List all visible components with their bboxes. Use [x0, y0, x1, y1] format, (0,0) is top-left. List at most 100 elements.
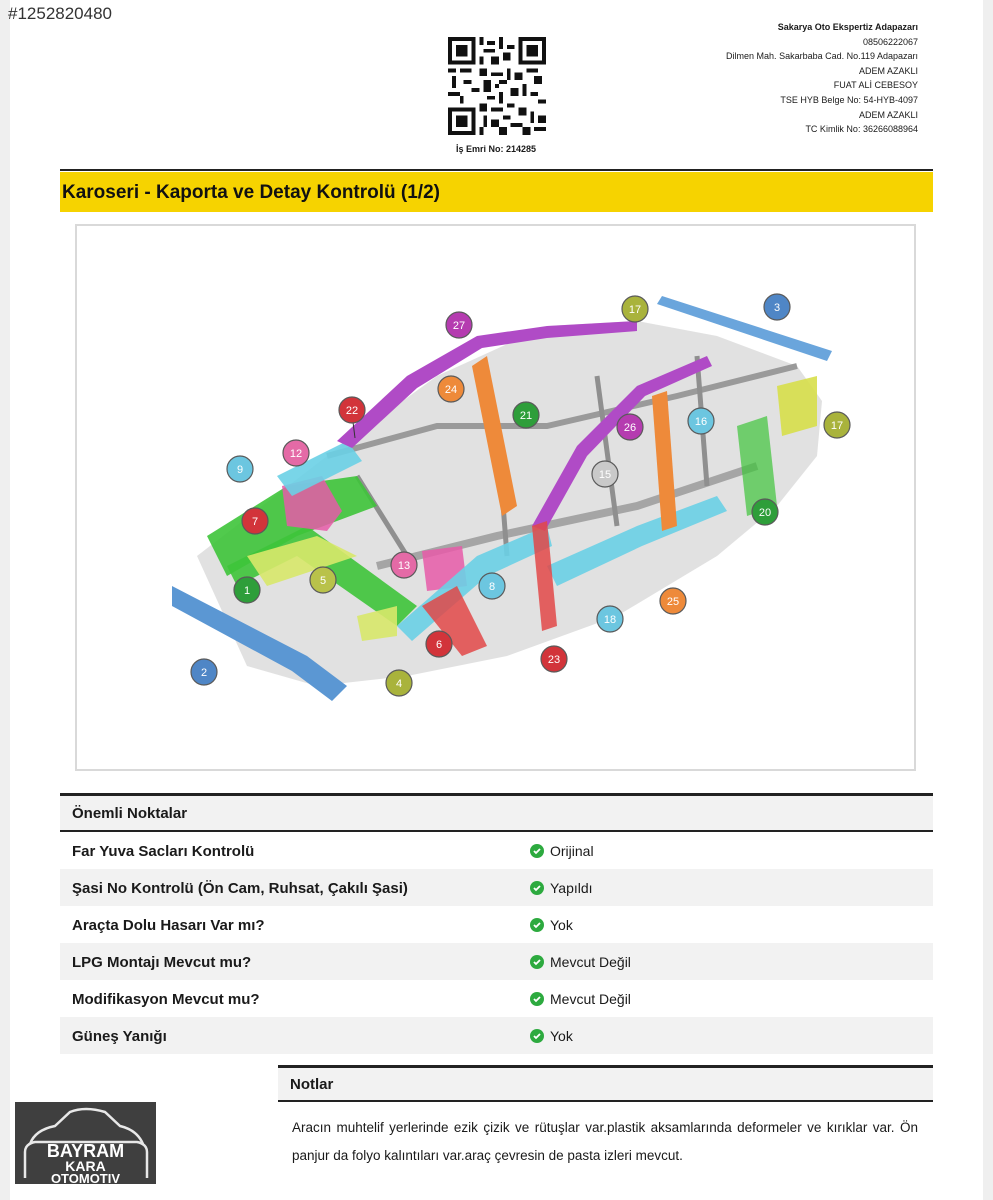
marker-label: 24 — [445, 384, 457, 396]
marker-9: 9 — [226, 455, 254, 483]
marker-label: 9 — [237, 464, 243, 476]
marker-circle — [687, 407, 715, 435]
row-label: LPG Montajı Mevcut mu? — [72, 954, 252, 971]
marker-label: 25 — [667, 596, 679, 608]
marker-circle — [621, 295, 649, 323]
dealer-logo: BAYRAM KARA OTOMOTIV — [15, 1102, 156, 1186]
marker-27: 27 — [445, 311, 473, 339]
row-label: Modifikasyon Mevcut mu? — [72, 991, 260, 1008]
marker-circle — [445, 311, 473, 339]
marker-25: 25 — [659, 587, 687, 615]
company-person: FUAT ALİ CEBESOY — [833, 80, 918, 91]
marker-label: 13 — [398, 560, 410, 572]
marker-1: 1 — [233, 576, 261, 604]
listing-id: #1252820480 — [8, 4, 113, 23]
section-title: Karoseri - Kaporta ve Detay Kontrolü (1/… — [62, 182, 440, 203]
marker-22: 22 — [338, 396, 366, 424]
marker-label: 12 — [290, 448, 302, 460]
marker-17: 17 — [621, 295, 649, 323]
marker-circle — [282, 439, 310, 467]
marker-circle — [616, 413, 644, 441]
row-value: Yok — [530, 917, 573, 933]
marker-circle — [233, 576, 261, 604]
marker-circle — [751, 498, 779, 526]
marker-8: 8 — [478, 572, 506, 600]
row-value: Mevcut Değil — [530, 954, 631, 970]
marker-16: 16 — [687, 407, 715, 435]
check-circle-icon — [530, 955, 544, 969]
marker-circle — [596, 605, 624, 633]
marker-label: 27 — [453, 320, 465, 332]
marker-circle — [385, 669, 413, 697]
check-circle-icon — [530, 1029, 544, 1043]
marker-23: 23 — [540, 645, 568, 673]
marker-label: 7 — [252, 516, 258, 528]
company-person: ADEM AZAKLI — [858, 109, 918, 120]
marker-21: 21 — [512, 401, 540, 429]
marker-label: 22 — [346, 405, 358, 417]
marker-circle — [390, 551, 418, 579]
table-row: Far Yuva Sacları Kontrolü Orijinal — [60, 832, 933, 869]
company-phone: 08506222067 — [862, 36, 918, 47]
row-value-text: Yok — [550, 917, 573, 933]
check-circle-icon — [530, 881, 544, 895]
table-row: Modifikasyon Mevcut mu? Mevcut Değil — [60, 980, 933, 1017]
row-value-text: Mevcut Değil — [550, 991, 631, 1007]
divider — [60, 793, 933, 796]
marker-label: 5 — [320, 575, 326, 587]
row-value-text: Orijinal — [550, 843, 594, 859]
row-value-text: Yok — [550, 1028, 573, 1044]
marker-circle — [540, 645, 568, 673]
marker-label: 18 — [604, 614, 616, 626]
table-row: LPG Montajı Mevcut mu? Mevcut Değil — [60, 943, 933, 980]
marker-2: 2 — [190, 658, 218, 686]
marker-label: 17 — [831, 420, 843, 432]
marker-circle — [309, 566, 337, 594]
marker-6: 6 — [425, 630, 453, 658]
marker-circle — [512, 401, 540, 429]
marker-circle — [190, 658, 218, 686]
table-row: Şasi No Kontrolü (Ön Cam, Ruhsat, Çakılı… — [60, 869, 933, 906]
company-tc-id: TC Kimlik No: 36266088964 — [805, 124, 918, 135]
car-frame-illustration — [172, 296, 832, 701]
marker-label: 1 — [244, 585, 250, 597]
row-label: Far Yuva Sacları Kontrolü — [72, 843, 255, 860]
marker-3: 3 — [763, 293, 791, 321]
company-certificate: TSE HYB Belge No: 54-HYB-4097 — [780, 94, 918, 105]
marker-20: 20 — [751, 498, 779, 526]
marker-label: 16 — [695, 416, 707, 428]
section-title-bar: Karoseri - Kaporta ve Detay Kontrolü (1/… — [60, 172, 933, 212]
important-points-title: Önemli Noktalar — [72, 805, 188, 822]
important-points-header: Önemli Noktalar — [60, 796, 933, 832]
marker-5: 5 — [309, 566, 337, 594]
divider — [60, 169, 933, 171]
divider — [278, 1065, 933, 1068]
row-label: Şasi No Kontrolü (Ön Cam, Ruhsat, Çakılı… — [72, 880, 408, 897]
notes-text: Aracın muhtelif yerlerinde ezik çizik ve… — [292, 1120, 918, 1163]
page-edge-right — [983, 0, 993, 1200]
marker-circle — [437, 375, 465, 403]
row-label: Güneş Yanığı — [72, 1028, 167, 1045]
marker-13: 13 — [390, 551, 418, 579]
marker-label: 6 — [436, 639, 442, 651]
marker-circle — [226, 455, 254, 483]
marker-circle — [241, 507, 269, 535]
company-info: Sakarya Oto Ekspertiz Adapazarı 08506222… — [726, 20, 918, 137]
logo-line-2: KARA — [65, 1158, 106, 1174]
logo-line-1: BAYRAM — [46, 1141, 125, 1161]
marker-17: 17 — [823, 411, 851, 439]
marker-18: 18 — [596, 605, 624, 633]
marker-label: 4 — [396, 678, 402, 690]
marker-24: 24 — [437, 375, 465, 403]
page-edge-left — [0, 0, 10, 1200]
marker-circle — [823, 411, 851, 439]
marker-circle — [425, 630, 453, 658]
table-row: Güneş Yanığı Yok — [60, 1017, 933, 1054]
row-value: Orijinal — [530, 843, 594, 859]
marker-label: 3 — [774, 302, 780, 314]
important-points-table: Far Yuva Sacları Kontrolü Orijinal Şasi … — [60, 832, 933, 1054]
row-label: Araçta Dolu Hasarı Var mı? — [72, 917, 265, 934]
work-order-number: İş Emri No: 214285 — [456, 144, 537, 154]
marker-7: 7 — [241, 507, 269, 535]
